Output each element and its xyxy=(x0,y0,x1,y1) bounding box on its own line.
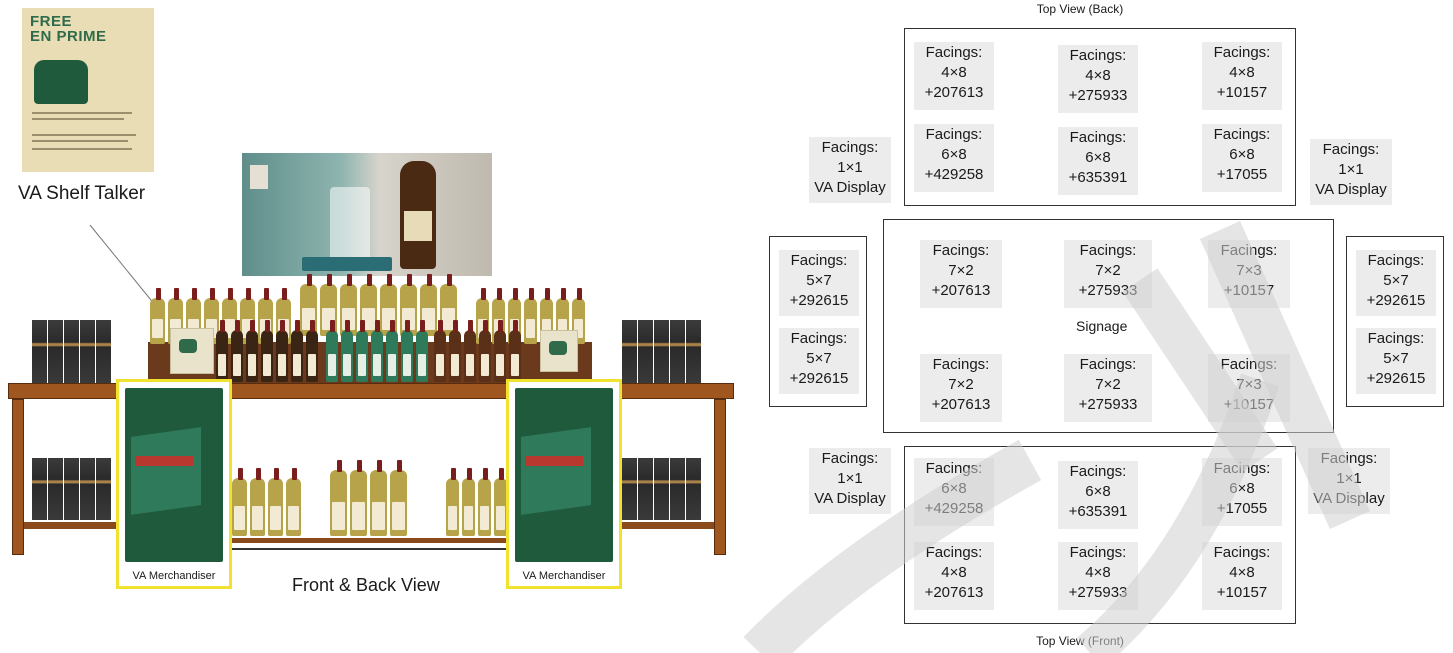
bottle-row-lower-1 xyxy=(232,468,304,536)
bottle-row-front-green xyxy=(326,320,431,382)
lower-shelf xyxy=(612,522,714,529)
bottle-label-icon xyxy=(404,211,432,241)
shelf-talker-title: FREE EN PRIME xyxy=(30,14,150,44)
facing-cell: Facings:6×8+17055 xyxy=(1202,124,1282,192)
top-view-back-label: Top View (Back) xyxy=(1036,2,1124,16)
bottle-row-lower-3 xyxy=(446,468,510,536)
table-leg xyxy=(714,399,726,555)
top-view-front-label: Top View (Front) xyxy=(1036,634,1124,648)
lower-shelf xyxy=(230,538,508,543)
shelf-talker-title-line2: EN PRIME xyxy=(30,28,107,45)
bottle-row-front-dark xyxy=(216,320,321,382)
back-section-frame xyxy=(904,28,1296,206)
text-line-decoration xyxy=(32,140,128,142)
box-stack-upper-right xyxy=(622,320,702,384)
merchandiser-panel-icon xyxy=(521,427,591,515)
shelf-talker-title-line1: FREE xyxy=(30,13,73,30)
glass-icon xyxy=(330,187,370,261)
signage-poster xyxy=(242,153,492,276)
facing-cell: Facings:4×8+275933 xyxy=(1058,542,1138,610)
merchandiser-stripe-icon xyxy=(135,456,193,466)
facing-cell: Facings:4×8+275933 xyxy=(1058,45,1138,113)
va-merchandiser-label: VA Merchandiser xyxy=(132,570,216,582)
facing-cell: Facings:6×8+429258 xyxy=(914,458,994,526)
merchandiser-panel-icon xyxy=(131,427,201,515)
lower-shelf xyxy=(24,522,132,529)
facing-cell: Facings:7×2+207613 xyxy=(920,240,1002,308)
va-merchandiser-label: VA Merchandiser xyxy=(522,570,606,582)
facing-cell: Facings:4×8+10157 xyxy=(1202,542,1282,610)
shelf-talker-card xyxy=(170,328,214,374)
facing-cell: Facings:6×8+635391 xyxy=(1058,127,1138,195)
facing-cell: Facings:7×3+10157 xyxy=(1208,240,1290,308)
facing-cell: Facings:7×3+10157 xyxy=(1208,354,1290,422)
facing-cell: Facings:4×8+207613 xyxy=(914,542,994,610)
brand-badge-icon xyxy=(250,165,268,189)
facing-cell: Facings:6×8+429258 xyxy=(914,124,994,192)
facing-cell: Facings:5×7+292615 xyxy=(779,250,859,316)
facing-cell: Facings:5×7+292615 xyxy=(1356,250,1436,316)
va-merchandiser-right: VA Merchandiser xyxy=(506,379,622,589)
va-merchandiser-left: VA Merchandiser xyxy=(116,379,232,589)
shelf-talker-card xyxy=(540,330,578,372)
bottle-row-front-brown xyxy=(434,320,524,382)
shelf-talker-caption: VA Shelf Talker xyxy=(18,183,146,204)
box-stack-lower-left xyxy=(32,458,112,520)
facing-cell: Facings:5×7+292615 xyxy=(779,328,859,394)
front-back-view-label: Front & Back View xyxy=(292,575,440,595)
tray-icon xyxy=(302,257,392,271)
facing-cell: Facings:4×8+207613 xyxy=(914,42,994,110)
jacket-icon xyxy=(34,60,88,104)
callout-line xyxy=(89,224,156,306)
facing-cell: Facings:7×2+275933 xyxy=(1064,354,1152,422)
facing-cell: Facings:5×7+292615 xyxy=(1356,328,1436,394)
text-line-decoration xyxy=(32,112,132,114)
facing-cell: Facings:4×8+10157 xyxy=(1202,42,1282,110)
facing-cell: Facings:6×8+635391 xyxy=(1058,461,1138,529)
box-stack-upper-left xyxy=(32,320,112,384)
bottle-row-lower-2 xyxy=(330,460,410,536)
box-stack-lower-right xyxy=(622,458,702,520)
signage-label: Signage xyxy=(1076,318,1128,334)
text-line-decoration xyxy=(32,118,124,120)
text-line-decoration xyxy=(32,134,136,136)
merchandiser-stripe-icon xyxy=(525,456,583,466)
left-end-frame xyxy=(769,236,867,407)
floor-line xyxy=(230,548,508,550)
facing-cell: Facings:6×8+17055 xyxy=(1202,458,1282,526)
shelf-talker-image: FREE EN PRIME xyxy=(22,8,154,172)
text-line-decoration xyxy=(32,148,132,150)
facing-cell: Facings:7×2+275933 xyxy=(1064,240,1152,308)
facing-cell: Facings:7×2+207613 xyxy=(920,354,1002,422)
table-leg xyxy=(12,399,24,555)
